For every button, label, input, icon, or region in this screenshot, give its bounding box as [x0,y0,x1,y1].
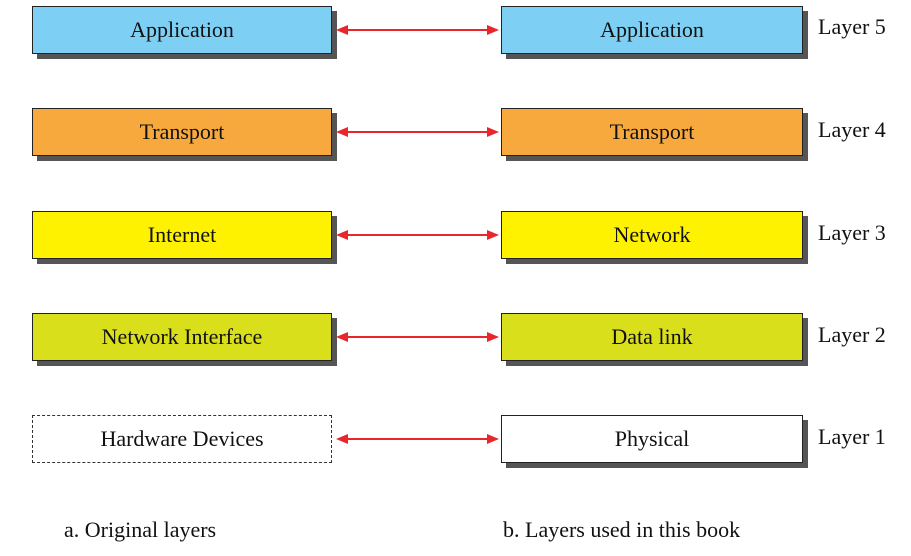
original-network-interface-label: Network Interface [101,324,263,349]
layer-3-label: Layer 3 [818,220,886,245]
book-application-box: Application [501,6,803,54]
book-network-box: Network [501,211,803,259]
arrow-head-right-5 [487,25,499,35]
layer-5-label: Layer 5 [818,14,886,39]
book-data-link-label: Data link [611,324,693,349]
book-layers-caption: b. Layers used in this book [503,517,741,542]
arrow-head-right-2 [487,332,499,342]
book-physical-box: Physical [501,415,803,463]
original-application-box: Application [32,6,332,54]
original-application-label: Application [130,17,234,42]
book-data-link-box: Data link [501,313,803,361]
original-hardware-devices-box: Hardware Devices [32,415,332,463]
layer-1-label: Layer 1 [818,424,886,449]
arrow-head-right-4 [487,127,499,137]
book-network-label: Network [613,222,691,247]
arrow-head-left-4 [336,127,348,137]
original-network-interface-box: Network Interface [32,313,332,361]
book-physical-label: Physical [614,426,690,451]
layer-2-label: Layer 2 [818,322,886,347]
arrow-head-left-1 [336,434,348,444]
original-internet-label: Internet [147,222,217,247]
original-layers-caption: a. Original layers [64,517,217,542]
arrow-head-right-1 [487,434,499,444]
arrow-head-left-3 [336,230,348,240]
book-transport-box: Transport [501,108,803,156]
original-transport-label: Transport [139,119,225,144]
book-transport-label: Transport [609,119,695,144]
book-application-label: Application [600,17,704,42]
arrow-head-right-3 [487,230,499,240]
original-internet-box: Internet [32,211,332,259]
original-hardware-devices-label: Hardware Devices [100,426,264,451]
arrow-head-left-5 [336,25,348,35]
arrow-head-left-2 [336,332,348,342]
original-transport-box: Transport [32,108,332,156]
layer-4-label: Layer 4 [818,117,886,142]
